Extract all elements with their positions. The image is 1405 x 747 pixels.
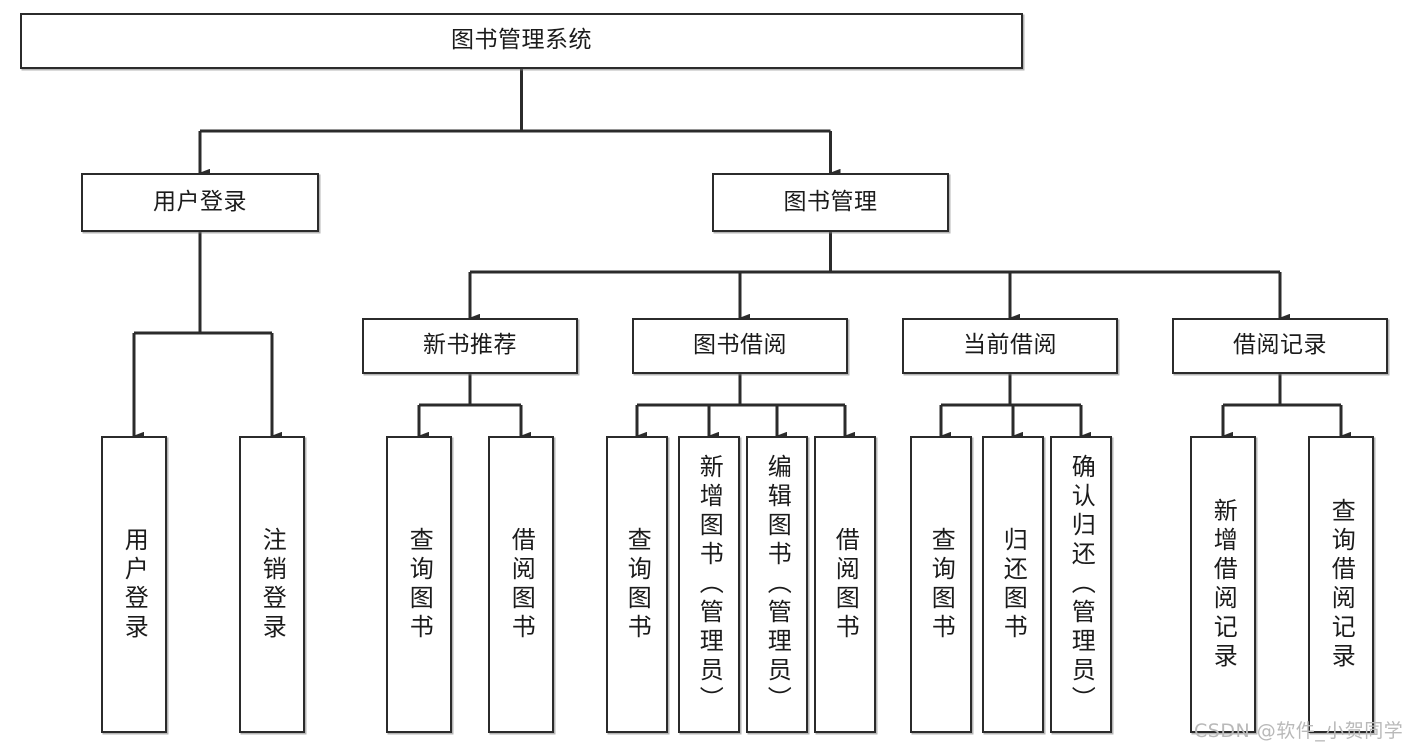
node-leaf-confirm-return[interactable]: 确认归还（管理员） (1050, 436, 1112, 733)
node-label: 新增借阅记录 (1209, 497, 1238, 672)
node-leaf-query-book-2[interactable]: 查询图书 (606, 436, 668, 733)
node-label: 查询图书 (927, 526, 956, 643)
node-label: 新书推荐 (423, 332, 517, 359)
node-leaf-query-book-3[interactable]: 查询图书 (910, 436, 972, 733)
node-leaf-add-record[interactable]: 新增借阅记录 (1190, 436, 1256, 733)
node-leaf-borrow-book-2[interactable]: 借阅图书 (814, 436, 876, 733)
node-borrow-record[interactable]: 借阅记录 (1172, 318, 1388, 374)
node-label: 编辑图书（管理员） (763, 454, 792, 715)
node-root[interactable]: 图书管理系统 (20, 13, 1023, 69)
node-label: 借阅记录 (1233, 332, 1327, 359)
node-leaf-query-record[interactable]: 查询借阅记录 (1308, 436, 1374, 733)
node-leaf-user-logout[interactable]: 注销登录 (239, 436, 305, 733)
node-label: 确认归还（管理员） (1067, 454, 1096, 715)
node-label: 注销登录 (258, 526, 287, 643)
node-label: 用户登录 (153, 188, 247, 215)
node-new-book-rec[interactable]: 新书推荐 (362, 318, 578, 374)
node-leaf-borrow-book-1[interactable]: 借阅图书 (488, 436, 554, 733)
node-label: 图书借阅 (693, 332, 787, 359)
node-label: 图书管理 (783, 188, 878, 215)
node-label: 查询借阅记录 (1327, 497, 1356, 672)
node-leaf-query-book-1[interactable]: 查询图书 (386, 436, 452, 733)
node-label: 查询图书 (405, 526, 434, 643)
node-current-borrow[interactable]: 当前借阅 (902, 318, 1118, 374)
node-label: 借阅图书 (831, 526, 860, 643)
node-book-manage[interactable]: 图书管理 (712, 173, 949, 232)
node-leaf-edit-book[interactable]: 编辑图书（管理员） (746, 436, 808, 733)
node-user-login[interactable]: 用户登录 (81, 173, 319, 232)
node-label: 借阅图书 (507, 526, 536, 643)
node-label: 当前借阅 (963, 332, 1057, 359)
node-label: 图书管理系统 (451, 27, 592, 54)
edge-group (132, 69, 1351, 441)
node-leaf-user-login[interactable]: 用户登录 (101, 436, 167, 733)
node-label: 查询图书 (623, 526, 652, 643)
node-label: 新增图书（管理员） (695, 454, 724, 715)
node-label: 归还图书 (999, 526, 1028, 643)
node-book-borrow[interactable]: 图书借阅 (632, 318, 848, 374)
node-label: 用户登录 (120, 526, 149, 643)
node-leaf-add-book[interactable]: 新增图书（管理员） (678, 436, 740, 733)
node-leaf-return-book[interactable]: 归还图书 (982, 436, 1044, 733)
